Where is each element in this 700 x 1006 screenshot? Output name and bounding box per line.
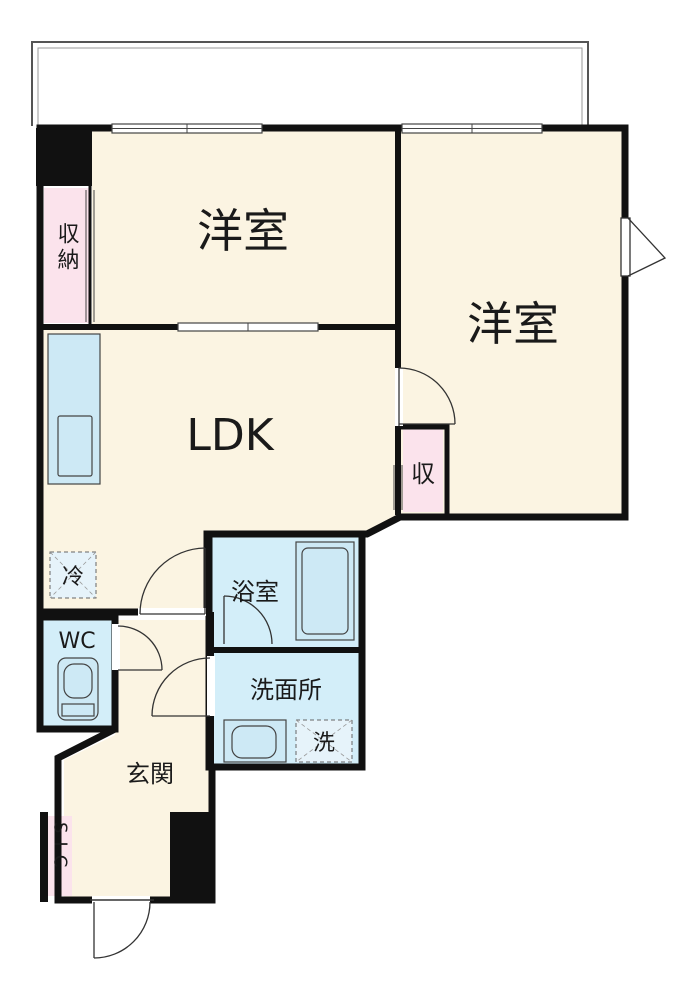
sic-label: SIC [50, 822, 71, 875]
balcony [31, 41, 589, 126]
wc-label: WC [58, 629, 95, 654]
windows [111, 123, 543, 332]
kitchen-counter [47, 333, 101, 485]
fridge-label: 冷 [62, 565, 84, 590]
fridge-space [49, 551, 97, 599]
storage-main-label: 収納 [54, 222, 80, 274]
storage-small-label: 収 [411, 460, 435, 488]
storage-doors [85, 190, 403, 510]
doors [90, 217, 667, 959]
storage-main-floor [44, 188, 90, 323]
western-room-1-label: 洋室 [197, 204, 289, 258]
washbasin [223, 719, 287, 763]
entrance-label: 玄関 [126, 760, 174, 788]
ldk-label: LDK [186, 410, 274, 461]
washroom-label: 洗面所 [250, 676, 322, 704]
washer-label: 洗 [313, 731, 335, 756]
washer-space [295, 719, 353, 763]
western-room-2-label: 洋室 [467, 297, 559, 351]
western-room-1-floor [92, 130, 397, 325]
wall-blocks [36, 128, 214, 902]
room-labels: 洋室 洋室 LDK 浴室 洗面所 WC 玄関 収納 収 SIC 冷 洗 [50, 204, 560, 875]
bath-label: 浴室 [231, 578, 279, 606]
bathtub [295, 541, 355, 641]
ldk-floor [42, 330, 397, 614]
storage-small-floor [403, 428, 443, 512]
toilet [57, 657, 99, 721]
